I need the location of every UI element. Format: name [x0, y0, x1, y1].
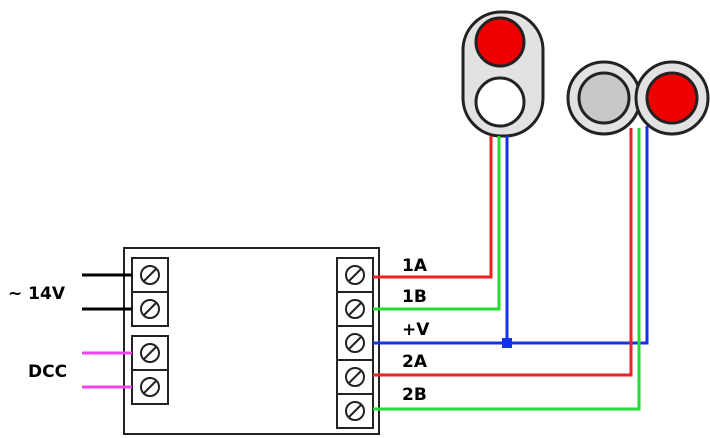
screw-terminal	[140, 343, 160, 363]
wire-1a	[373, 136, 493, 279]
wire-plus-v	[373, 126, 649, 345]
output-label-2b: 2B	[402, 385, 427, 405]
screw-terminal	[345, 401, 365, 421]
input-terminal-block-dcc	[131, 335, 169, 405]
screw-terminal	[140, 377, 160, 397]
screw-terminal	[140, 265, 160, 285]
grey-lamp	[577, 71, 631, 125]
wire-1b	[373, 136, 501, 311]
output-terminal-block	[336, 257, 374, 429]
output-label-plus-v: +V	[402, 320, 430, 340]
wire-2b	[373, 128, 641, 411]
junction-dot	[502, 338, 512, 348]
power-label: ~ 14V	[8, 284, 66, 304]
screw-terminal	[345, 367, 365, 387]
output-label-1a: 1A	[402, 256, 428, 276]
red-lamp	[474, 16, 526, 68]
output-label-2a: 2A	[402, 352, 428, 372]
input-terminal-block-power	[131, 257, 169, 327]
white-lamp	[474, 76, 526, 128]
screw-terminal	[140, 299, 160, 319]
wire-2a	[373, 128, 633, 377]
screw-terminal	[345, 299, 365, 319]
screw-terminal	[345, 265, 365, 285]
output-label-1b: 1B	[402, 287, 427, 307]
two-aspect-mast-signal	[461, 10, 545, 138]
dcc-label: DCC	[28, 362, 67, 382]
dwarf-signal	[566, 60, 710, 136]
screw-terminal	[345, 333, 365, 353]
red-lamp	[645, 71, 699, 125]
